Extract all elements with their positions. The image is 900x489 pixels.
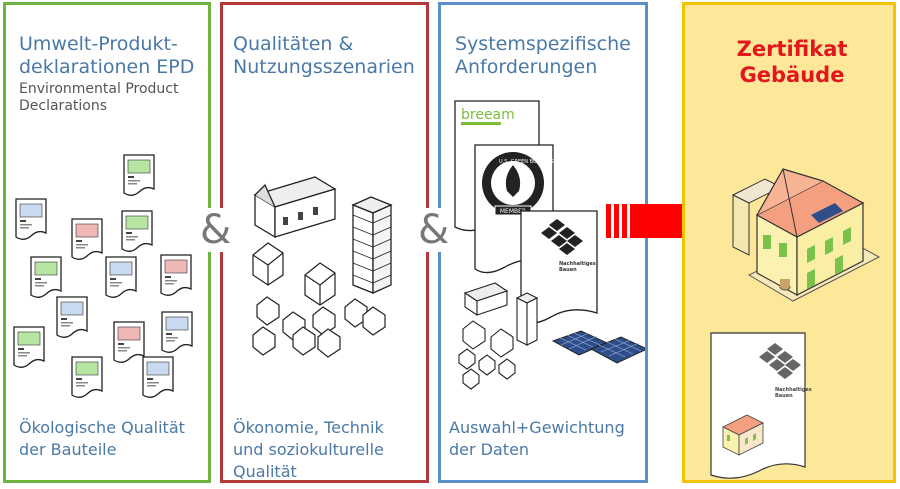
rating-systems-illustration: breeam U.S. GREEN BUILDING COUNCIL MEMBE…	[454, 100, 645, 390]
certificate-panel: Zertifikat Gebäude	[682, 2, 896, 483]
breeam-logo: breeam	[461, 107, 515, 123]
epd-subtitle-line2: Declarations	[19, 98, 108, 114]
dgnb-text-line1: Nachhaltiges	[559, 261, 596, 267]
tower-building-icon	[351, 196, 393, 295]
quality-title-line1: Qualitäten &	[233, 33, 354, 55]
ampersand-1: &	[200, 207, 232, 253]
quality-bottom-line3: Qualität	[233, 462, 297, 481]
usgbc-text: U.S. GREEN BUILDING COUNCIL	[499, 159, 578, 165]
epd-panel: Umwelt-Produkt- deklarationen EPD Enviro…	[3, 2, 211, 483]
dgnb-logo-icon	[541, 219, 583, 255]
system-panel: Systemspezifische Anforderungen breeam U…	[438, 2, 648, 483]
epd-subtitle-line1: Environmental Product	[19, 81, 179, 97]
certificate-title-line2: Gebäude	[739, 63, 845, 87]
quality-panel: Qualitäten & Nutzungsszenarien	[220, 2, 429, 483]
system-title-line1: Systemspezifische	[455, 33, 631, 55]
ampersand-2: &	[418, 207, 450, 253]
breeam-logo-bar	[461, 122, 501, 125]
epd-bottom-line1: Ökologische Qualität	[19, 418, 185, 437]
small-buildings-icon	[458, 282, 539, 390]
usgbc-member-text: MEMBER	[500, 208, 526, 215]
system-bottom-line2: der Daten	[449, 440, 530, 459]
houses-icon	[252, 242, 386, 358]
system-bottom-line1: Auswahl+Gewichtung	[449, 418, 625, 437]
dgnb-text-line2: Bauen	[559, 267, 577, 273]
epd-title-line2: deklarationen EPD	[19, 56, 195, 78]
certificate-document: Nachhaltiges Bauen	[710, 332, 812, 479]
epd-bottom-line2: der Bauteile	[19, 440, 117, 459]
certificate-logo-icon	[759, 343, 801, 379]
solar-panels-icon	[551, 330, 645, 364]
quality-bottom-line2: und soziokulturelle	[233, 440, 384, 459]
quality-bottom-line1: Ökonomie, Technik	[233, 418, 384, 437]
certified-house-illustration	[731, 168, 881, 302]
certificate-title-line1: Zertifikat	[736, 37, 848, 61]
epd-title-line1: Umwelt-Produkt-	[19, 33, 178, 55]
epd-documents-illustration	[13, 154, 193, 398]
building-types-illustration	[252, 176, 393, 358]
quality-title-line2: Nutzungsszenarien	[233, 56, 415, 78]
hall-building-icon	[253, 176, 337, 239]
certificate-doc-line2: Bauen	[775, 393, 793, 399]
system-title-line2: Anforderungen	[455, 56, 598, 78]
certificate-doc-line1: Nachhaltiges	[775, 387, 812, 393]
